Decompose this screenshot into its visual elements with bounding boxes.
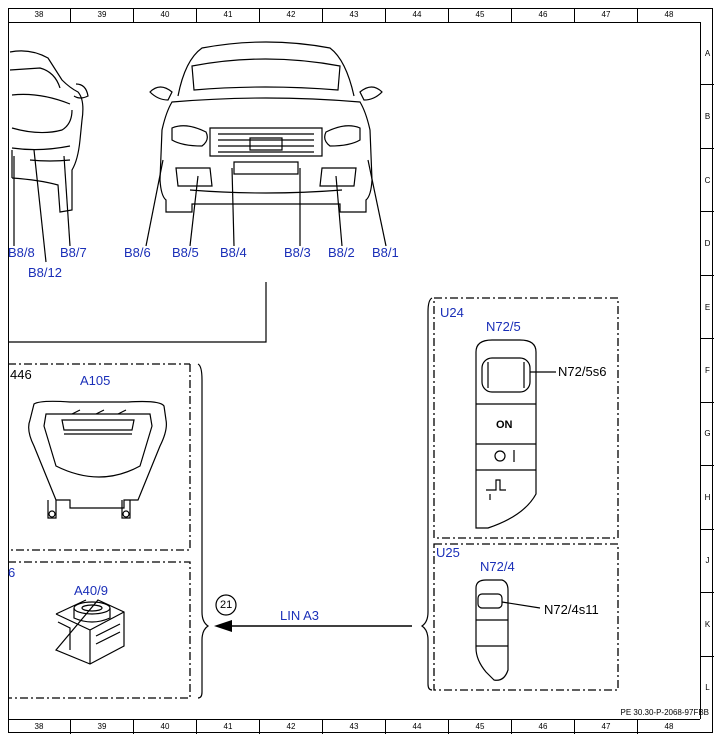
a40-9-module-illustration: [55, 599, 125, 665]
column-label: 47: [575, 8, 638, 22]
row-label: C: [701, 149, 714, 213]
column-label: 47: [575, 720, 638, 734]
row-label: A: [701, 22, 714, 86]
lin-a3-arrow: [214, 620, 412, 632]
label-u24: U24: [440, 305, 464, 320]
column-label: 40: [134, 8, 197, 22]
row-label: J: [701, 530, 714, 594]
n72-4-switch-illustration: [475, 579, 541, 681]
label-b8-2: B8/2: [328, 245, 355, 260]
column-label: 45: [449, 720, 512, 734]
column-label: 38: [8, 8, 71, 22]
label-n72-4s11: N72/4s11: [544, 602, 599, 617]
drawing-frame: [8, 8, 713, 733]
box-u24: [433, 297, 619, 539]
front-car-illustration: [149, 41, 383, 213]
row-label: K: [701, 593, 714, 657]
row-label: D: [701, 212, 714, 276]
label-on: ON: [496, 419, 513, 431]
row-label: L: [705, 683, 710, 693]
label-n72-4: N72/4: [480, 559, 515, 574]
bracket-right-group: [420, 297, 433, 691]
label-partial-6: 6: [8, 565, 16, 580]
label-n72-5: N72/5: [486, 319, 521, 334]
column-label: 38: [8, 720, 71, 734]
column-label: 41: [197, 8, 260, 22]
label-lin-a3: LIN A3: [280, 608, 320, 623]
row-label: F: [701, 339, 714, 403]
label-446: 446: [10, 367, 32, 382]
column-label: 41: [197, 720, 260, 734]
column-label: 40: [134, 720, 197, 734]
circle-21: [215, 594, 237, 616]
label-circle-21: 21: [220, 599, 233, 611]
column-label: 46: [512, 720, 575, 734]
column-label: 46: [512, 8, 575, 22]
box-u25: [433, 543, 619, 691]
box-a40-9: [8, 561, 191, 699]
label-b8-4: B8/4: [220, 245, 247, 260]
column-label: 48: [664, 722, 674, 731]
reference-code: PE 30.30-P-2068-97FBB: [620, 708, 710, 717]
label-n72-5s6: N72/5s6: [558, 364, 607, 379]
label-b8-3: B8/3: [284, 245, 311, 260]
box-a105: [8, 363, 191, 551]
column-label: 39: [71, 8, 134, 22]
column-label: 48: [664, 10, 674, 19]
a105-panel-illustration: [28, 400, 167, 519]
label-a40-9: A40/9: [74, 583, 108, 598]
label-b8-7: B8/7: [60, 245, 87, 260]
n72-5-switch-illustration: [475, 339, 556, 529]
column-label: 43: [323, 8, 386, 22]
label-b8-1: B8/1: [372, 245, 399, 260]
label-b8-8: B8/8: [8, 245, 35, 260]
sensor-leader-lines: [13, 149, 387, 263]
row-label: E: [701, 276, 714, 340]
label-u25: U25: [436, 545, 460, 560]
column-label: 44: [386, 720, 449, 734]
column-label: 39: [71, 720, 134, 734]
column-label: 42: [260, 720, 323, 734]
label-b8-5: B8/5: [172, 245, 199, 260]
row-label: B: [701, 85, 714, 149]
bracket-left-group: [197, 363, 210, 699]
row-label: G: [701, 403, 714, 467]
label-b8-12: B8/12: [28, 265, 62, 280]
connection-line: [8, 282, 267, 343]
column-label: 45: [449, 8, 512, 22]
column-label: 44: [386, 8, 449, 22]
column-label: 42: [260, 8, 323, 22]
label-a105: A105: [80, 373, 111, 388]
row-label: H: [701, 466, 714, 530]
label-b8-6: B8/6: [124, 245, 151, 260]
rear-car-illustration: [9, 50, 89, 213]
column-label: 43: [323, 720, 386, 734]
